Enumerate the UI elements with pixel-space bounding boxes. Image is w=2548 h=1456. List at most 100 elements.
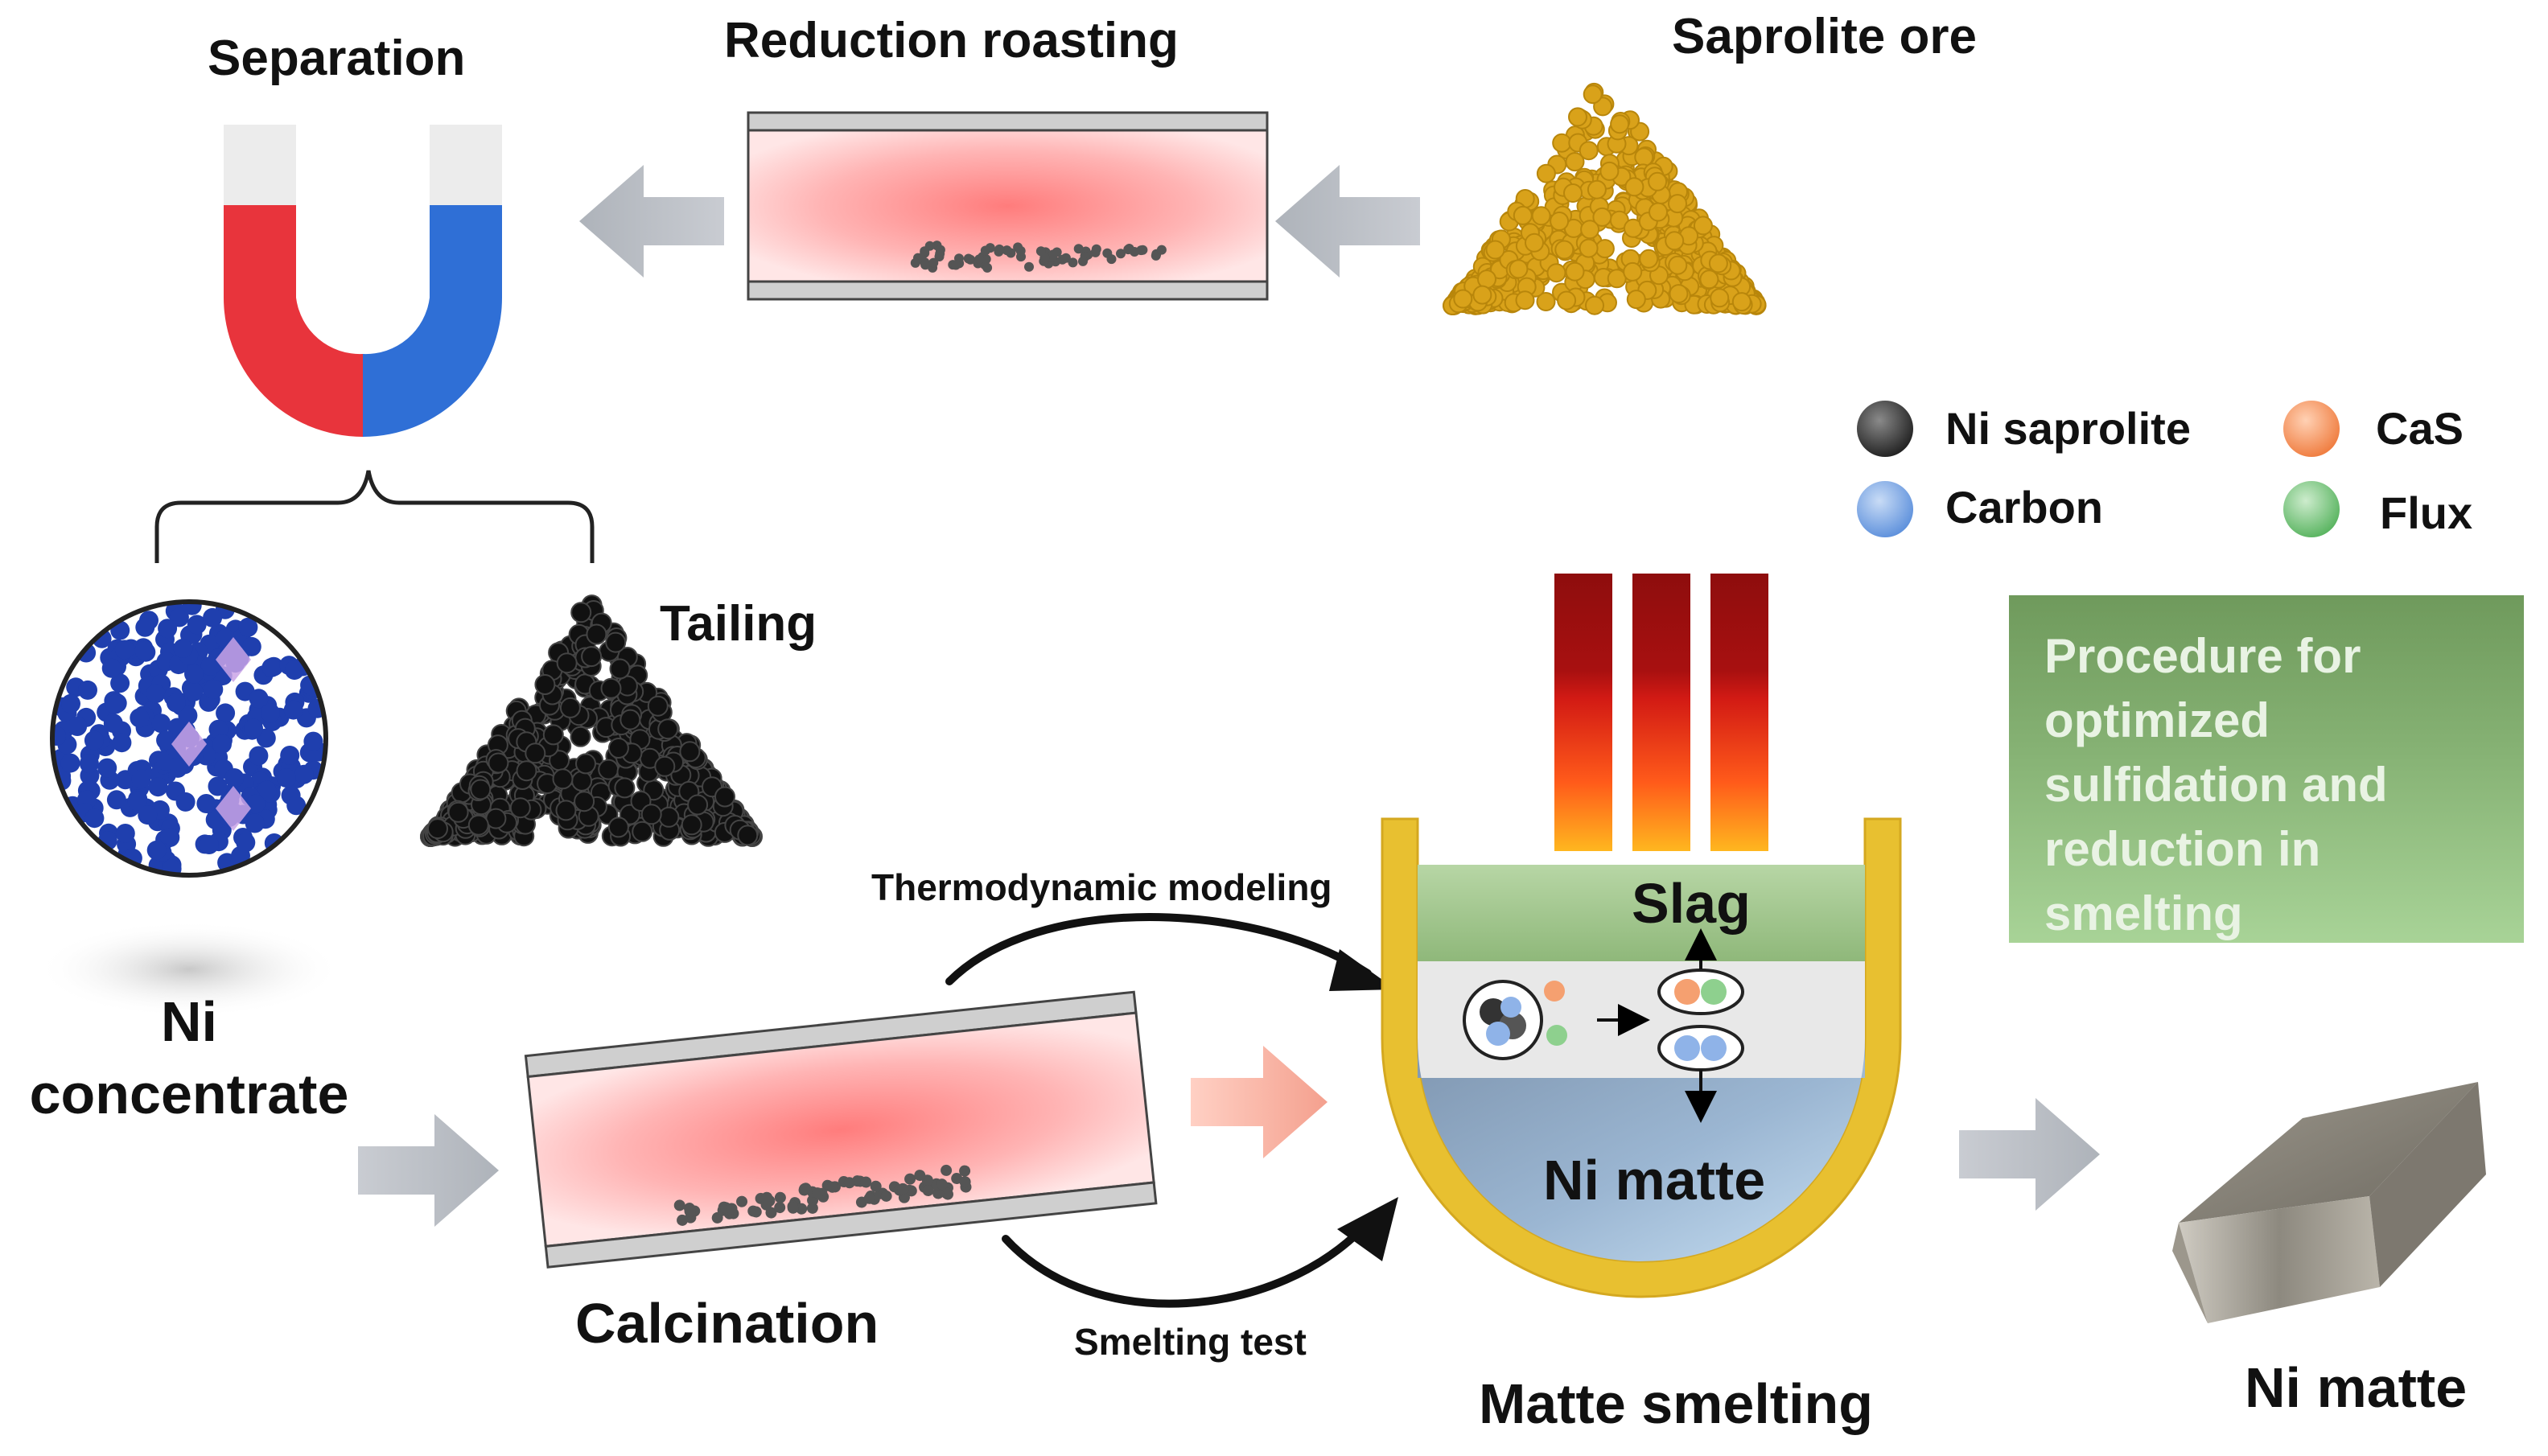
kiln-particle (1073, 244, 1084, 254)
legend-flux-label: Flux (2380, 487, 2473, 538)
concentrate-particle (178, 705, 198, 726)
tailing-particle (687, 794, 709, 816)
kiln-particle (932, 1187, 945, 1199)
concentrate-particle (84, 730, 104, 751)
ore-particle (1568, 107, 1587, 127)
concentrate-particle (216, 703, 236, 723)
smelting-test-label: Smelting test (1074, 1321, 1307, 1363)
concentrate-particle (249, 746, 269, 766)
tailing-particle (658, 806, 680, 828)
concentrate-particle (173, 638, 193, 658)
concentrate-particle (187, 615, 207, 635)
tailing-particle (509, 797, 531, 819)
kiln-particle (1024, 261, 1034, 272)
kiln-particle (1002, 245, 1012, 256)
concentrate-particle (183, 682, 204, 701)
kiln-particle (787, 1202, 799, 1214)
electrode-2-icon (1632, 574, 1690, 851)
ore-particle (1649, 202, 1668, 222)
matte-layer (1418, 1038, 1865, 1261)
kiln-particle (726, 1203, 738, 1215)
concentrate-particle (148, 777, 168, 797)
ore-particle (1546, 263, 1566, 283)
arrow-to-smelting (1191, 1046, 1328, 1158)
ni-concentrate-label-line1: Ni (161, 990, 217, 1053)
concentrate-particle (257, 780, 277, 800)
rotary-kiln-top-icon (747, 111, 1269, 301)
procedure-line-4: reduction in (2044, 822, 2321, 876)
carbon-sphere-icon (1857, 481, 1913, 537)
tailing-particle (571, 770, 593, 792)
kiln-particle (1015, 245, 1026, 256)
kiln-particle (1123, 245, 1134, 255)
tailing-particle (607, 738, 629, 759)
electrode-1-icon (1554, 574, 1612, 851)
procedure-line-5: smelting (2044, 886, 2243, 940)
concentrate-particle (138, 805, 158, 825)
kiln-particle (736, 1195, 748, 1207)
ore-particle (1599, 161, 1620, 181)
concentrate-particle (146, 684, 166, 704)
ore-particle (1557, 290, 1577, 311)
legend-cas-label: CaS (2376, 403, 2464, 454)
ore-particle (1579, 238, 1599, 258)
concentrate-particle (241, 636, 261, 656)
mineral-crystal-icon (216, 786, 251, 831)
kiln-particle (1039, 253, 1050, 263)
concentrate-particle (208, 719, 228, 739)
kiln-particle (774, 1202, 786, 1214)
saprolite-ore-pile-icon (1443, 82, 1767, 315)
ni-concentrate-magnified-icon (50, 599, 328, 878)
kiln-particle (941, 1164, 953, 1176)
tailing-particle (737, 825, 759, 846)
kiln-particle (860, 1176, 872, 1188)
ore-particle (1565, 152, 1585, 172)
concentrate-shadow (36, 921, 342, 1018)
concentrate-particle (236, 833, 256, 853)
thermodynamic-arrowhead (1329, 949, 1396, 991)
tailing-particle (470, 779, 492, 800)
concentrate-particle (200, 656, 220, 676)
tailing-particle (679, 741, 701, 763)
tailing-particle (485, 808, 507, 829)
kiln-particle (684, 1205, 696, 1217)
concentrate-particle (238, 617, 258, 637)
concentrate-particle (84, 808, 105, 829)
ore-particle (1536, 292, 1556, 311)
concentrate-particle (114, 640, 134, 660)
ore-particle (1731, 292, 1751, 312)
kiln-particle (1047, 253, 1057, 262)
thermodynamic-modeling-arrow (945, 913, 1372, 985)
kiln-particle (812, 1187, 824, 1199)
kiln-particle (750, 1206, 762, 1218)
concentrate-particle (261, 703, 280, 723)
tailing-particle (575, 753, 596, 775)
procedure-box: Procedure for optimized sulfidation and … (2009, 595, 2524, 943)
tailing-particle (605, 631, 627, 653)
calcination-label: Calcination (575, 1292, 879, 1355)
tailing-label: Tailing (660, 596, 817, 652)
kiln-particle (936, 1178, 948, 1191)
tailing-particle (647, 695, 669, 717)
electrode-3-icon (1710, 574, 1768, 851)
concentrate-particle (285, 660, 304, 681)
concentrate-particle (224, 768, 245, 788)
kiln-particle (1106, 254, 1117, 265)
ore-particle (1669, 284, 1689, 304)
kiln-particle (963, 253, 974, 264)
concentrate-particle (61, 693, 80, 714)
kiln-particle (920, 246, 930, 257)
smelting-test-arrowhead (1337, 1197, 1398, 1261)
ore-particle (1552, 133, 1572, 153)
concentrate-particle (245, 813, 265, 833)
concentrate-particle (156, 730, 176, 751)
kiln-particle (1060, 253, 1071, 263)
ore-particle (1536, 163, 1556, 183)
ore-particle (1648, 171, 1668, 191)
ore-particle (1693, 216, 1713, 236)
ore-particle (1610, 114, 1630, 134)
ni-matte-ingot-icon (2172, 1082, 2486, 1323)
ore-particle (1585, 295, 1604, 315)
concentrate-particle (261, 657, 282, 677)
